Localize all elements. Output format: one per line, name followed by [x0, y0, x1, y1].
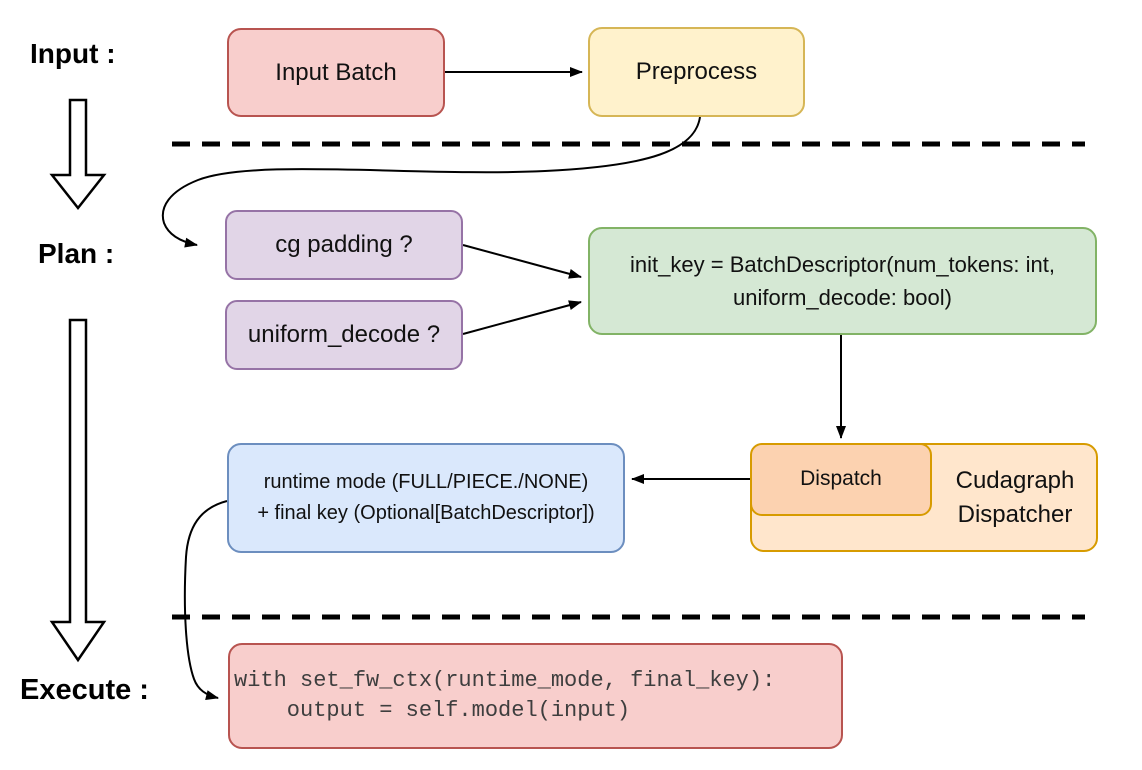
node-input-batch: Input Batch: [227, 28, 445, 117]
node-init-key-line2: uniform_decode: bool): [733, 285, 952, 310]
node-init-key: init_key = BatchDescriptor(num_tokens: i…: [588, 227, 1097, 335]
node-input-batch-label: Input Batch: [275, 58, 397, 86]
node-preprocess-label: Preprocess: [635, 58, 758, 85]
execute-code-line1: with set_fw_ctx(runtime_mode, final_key)…: [234, 668, 776, 693]
node-cg-padding: cg padding ?: [225, 210, 463, 280]
node-runtime-mode-line2: + final key (Optional[BatchDescriptor]): [257, 502, 595, 524]
cudagraph-label-line1: Cudagraph: [955, 466, 1075, 494]
section-label-input: Input :: [30, 38, 116, 69]
node-dispatch-label: Dispatch: [800, 467, 882, 491]
node-cg-padding-label: cg padding ?: [275, 231, 413, 258]
cudagraph-label-line2: Dispatcher: [957, 500, 1073, 528]
node-uniform-decode-label: uniform_decode ?: [247, 321, 441, 348]
arrow-cg-padding-to-init-key: [462, 244, 582, 279]
execute-code-line2: output = self.model(input): [234, 698, 631, 723]
arrow-uniform-decode-to-init-key: [462, 300, 582, 335]
node-preprocess: Preprocess: [588, 27, 805, 117]
node-runtime-mode: runtime mode (FULL/PIECE./NONE) + final …: [227, 443, 625, 553]
node-uniform-decode: uniform_decode ?: [225, 300, 463, 370]
flow-arrow-input-to-plan-icon: [49, 98, 107, 211]
node-cudagraph-dispatcher-label: Cudagraph Dispatcher: [932, 443, 1098, 552]
node-init-key-line1: init_key = BatchDescriptor(num_tokens: i…: [630, 252, 1055, 277]
node-runtime-mode-line1: runtime mode (FULL/PIECE./NONE): [263, 471, 589, 493]
node-dispatch: Dispatch: [750, 443, 932, 516]
arrow-preprocess-to-cg-padding: [161, 116, 701, 248]
section-label-execute: Execute :: [20, 674, 149, 706]
flow-arrow-plan-to-execute-icon: [49, 318, 107, 663]
arrow-runtime-mode-to-execute-code: [183, 500, 228, 700]
section-label-plan: Plan :: [38, 238, 115, 269]
node-execute-code: with set_fw_ctx(runtime_mode, final_key)…: [228, 643, 843, 749]
